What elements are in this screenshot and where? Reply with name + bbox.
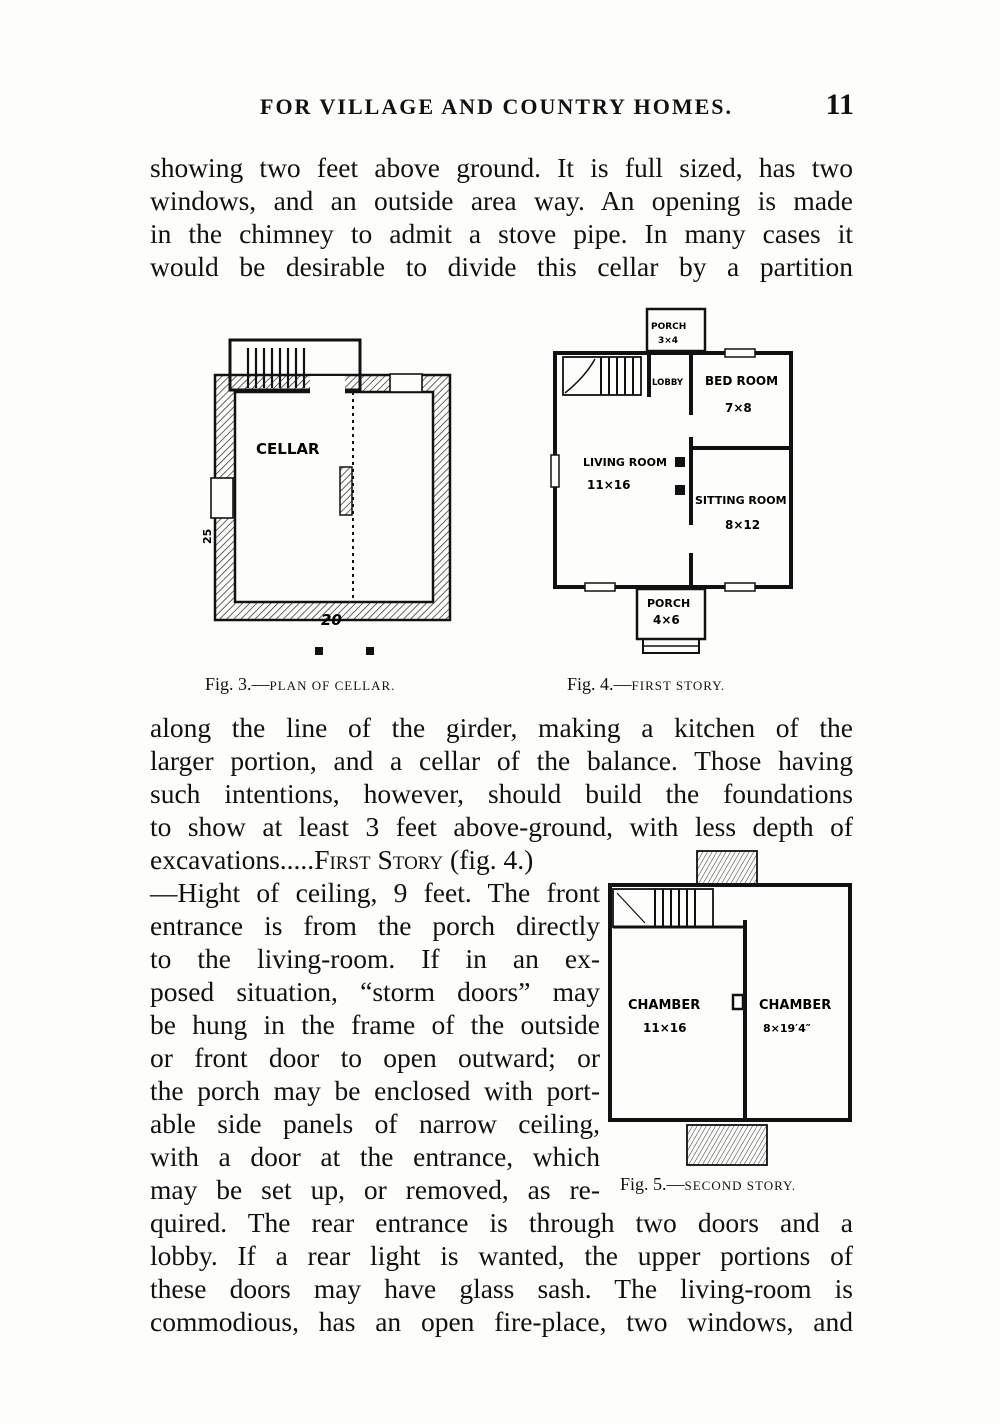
- text-line: able side panels of narrow ceiling,: [150, 1108, 600, 1139]
- fig5-chamber1-label: CHAMBER: [628, 998, 700, 1013]
- text-line: posed situation, “storm doors” may: [150, 976, 600, 1007]
- text-line: along the line of the girder, making a k…: [150, 712, 853, 743]
- fig3-room-label: CELLAR: [256, 440, 320, 458]
- page-number: 11: [825, 88, 854, 121]
- text-line: to show at least 3 feet above-ground, wi…: [150, 811, 853, 842]
- text-line: windows, and an outside area way. An ope…: [150, 185, 853, 216]
- text-line: excavations.....First Story (fig. 4.): [150, 844, 534, 875]
- fig4-rear-porch-size: 3×4: [658, 336, 678, 346]
- text-line: with a door at the entrance, which: [150, 1141, 600, 1172]
- fig5-chamber2-size: 8×19′4″: [763, 1022, 811, 1035]
- fig4-bed-room-size: 7×8: [725, 401, 752, 415]
- fig5-chamber1-size: 11×16: [643, 1021, 686, 1035]
- text-line: to the living-room. If in an ex-: [150, 943, 600, 974]
- running-head: FOR VILLAGE AND COUNTRY HOMES.: [260, 94, 733, 119]
- text-line: may be set up, or removed, as re-: [150, 1174, 600, 1205]
- fig4-living-room-size: 11×16: [587, 478, 630, 492]
- text-line: larger portion, and a cellar of the bala…: [150, 745, 853, 776]
- fig4-lobby-label: LOBBY: [652, 378, 684, 388]
- fig4-front-porch-size: 4×6: [653, 613, 680, 627]
- text-line: commodious, has an open fire-place, two …: [150, 1306, 853, 1337]
- text-line: in the chimney to admit a stove pipe. In…: [150, 218, 853, 249]
- fig3-cellar-plan: CELLAR 20 25: [201, 338, 452, 655]
- text-line: the porch may be enclosed with port-: [150, 1075, 600, 1106]
- fig3-dimension-depth: 25: [201, 529, 214, 544]
- text-line: quired. The rear entrance is through two…: [150, 1207, 853, 1238]
- fig3-dimension-width: 20: [321, 611, 342, 629]
- fig5-second-story-plan: CHAMBER 11×16 CHAMBER 8×19′4″: [608, 850, 852, 1166]
- text-line: these doors may have glass sash. The liv…: [150, 1273, 853, 1304]
- fig4-living-room-label: LIVING ROOM: [583, 456, 667, 469]
- fig3-caption: Fig. 3.—PLAN OF CELLAR.: [205, 674, 396, 694]
- text-line: would be desirable to divide this cellar…: [150, 251, 853, 282]
- fig4-sitting-room-label: SITTING ROOM: [695, 494, 787, 507]
- text-line: —Hight of ceiling, 9 feet. The front: [150, 877, 600, 908]
- fig4-sitting-room-size: 8×12: [725, 518, 760, 532]
- text-line: showing two feet above ground. It is ful…: [150, 152, 853, 183]
- page-header: FOR VILLAGE AND COUNTRY HOMES. 11: [150, 88, 860, 128]
- text-line: lobby. If a rear light is wanted, the up…: [150, 1240, 853, 1271]
- fig4-rear-porch-label: PORCH: [651, 322, 686, 332]
- fig4-front-porch-label: PORCH: [647, 597, 690, 610]
- text-line: be hung in the frame of the outside: [150, 1009, 600, 1040]
- fig5-chamber2-label: CHAMBER: [759, 998, 831, 1013]
- fig4-bed-room-label: BED ROOM: [705, 374, 778, 388]
- text-line: or front door to open outward; or: [150, 1042, 600, 1073]
- fig4-first-story-plan: PORCH 3×4 LOBBY BED ROOM 7×8 LIVING ROOM…: [550, 307, 793, 654]
- fig5-caption: Fig. 5.—SECOND STORY.: [620, 1174, 797, 1194]
- text-line: entrance is from the porch directly: [150, 910, 600, 941]
- text-line: such intentions, however, should build t…: [150, 778, 853, 809]
- fig4-caption: Fig. 4.—FIRST STORY.: [567, 674, 726, 694]
